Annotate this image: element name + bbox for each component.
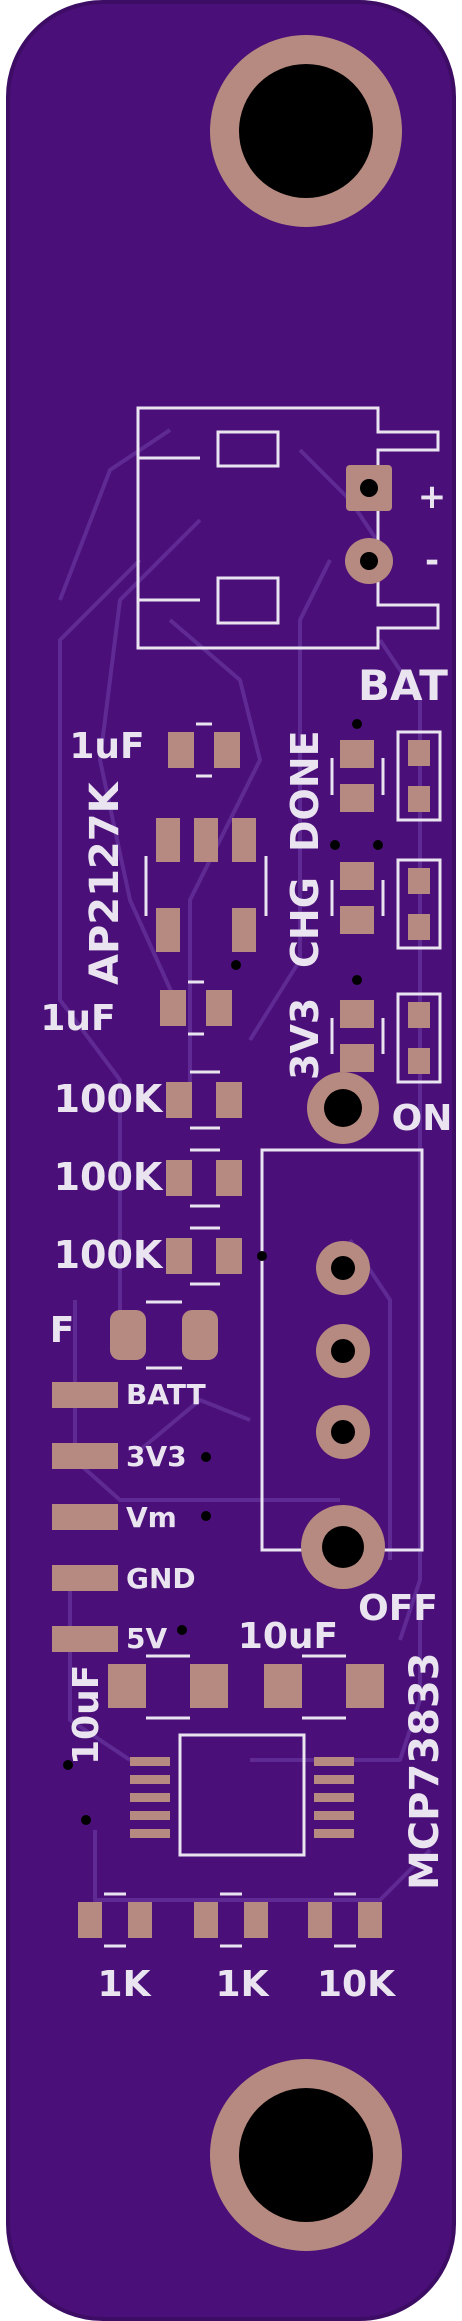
switch-on-label: ON [392,1098,453,1139]
res-2 [166,1148,242,1208]
led-done [330,719,385,812]
res-1k-b-label: 1K [216,1964,270,2005]
cap-bottom-label: 1uF [40,998,115,1039]
battery-label: BAT [358,661,448,710]
cap-10uf-right-label: 10uF [238,1616,338,1657]
led-resistor-2 [396,858,442,950]
res-10k [308,1892,382,1948]
res-3 [166,1226,242,1286]
res-1k-a-label: 1K [98,1964,152,2005]
regulator-label: AP2127K [82,780,128,985]
cap-10uf-left-label: 10uF [66,1665,107,1765]
res-2-label: 100K [54,1155,164,1199]
battery-minus-label: - [425,541,439,581]
res-1-label: 100K [54,1077,164,1121]
cap-bottom [160,980,232,1036]
led-resistor-3 [396,992,442,1084]
led-3v3-label: 3V3 [283,998,327,1080]
pin-5v-label: 5V [126,1622,167,1655]
cap-top-label: 1uF [69,726,144,767]
led-3v3 [330,975,385,1072]
pin-3v3-label: 3V3 [126,1440,187,1473]
mounting-hole-bottom [210,2059,402,2251]
pin-gnd-label: GND [126,1562,196,1595]
res-1k-a [78,1892,152,1948]
pin-batt-label: BATT [126,1378,206,1411]
charger-ic-label: MCP73833 [402,1652,448,1890]
battery-connector-outline [136,406,440,650]
pin-header [52,1382,211,1652]
led-resistor-1 [396,730,442,822]
res-1k-b [194,1892,268,1948]
regulator-ic [144,818,268,970]
fuse [110,1300,218,1370]
res-3-label: 100K [54,1233,164,1277]
res-10k-label: 10K [317,1964,396,2005]
led-chg-label: CHG [283,877,327,968]
res-1 [166,1070,242,1130]
charger-ic [130,1733,354,1857]
switch-pads [301,1072,385,1589]
led-chg [330,840,385,934]
fuse-label: F [50,1310,75,1351]
battery-plus-label: + [418,477,447,517]
pin-vm-label: Vm [126,1501,177,1534]
cap-10uf-right [264,1654,384,1720]
switch-off-label: OFF [358,1588,438,1629]
led-done-label: DONE [283,730,327,852]
mounting-hole-top [210,35,402,227]
cap-top [168,722,240,778]
cap-10uf-left [108,1654,228,1720]
